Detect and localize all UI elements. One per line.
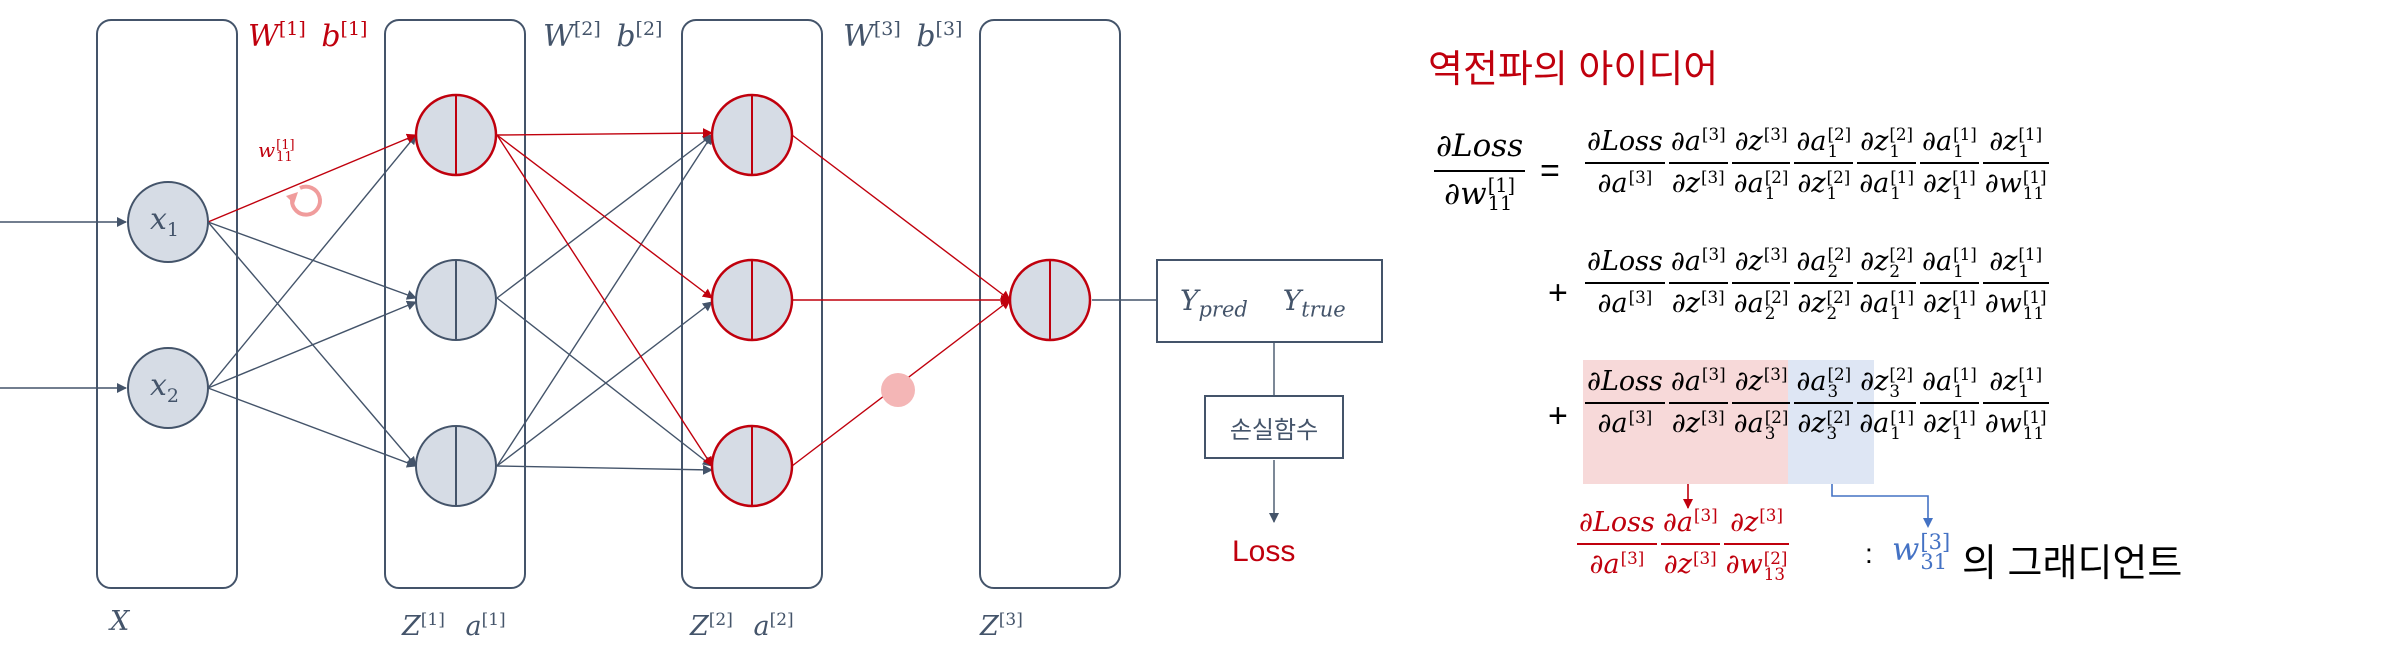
lhs-fraction: ∂Loss∂w[1]11 xyxy=(1434,128,1526,216)
rotate-arrow-icon xyxy=(289,184,322,217)
layer-weight-label-1: W[1] b[1] xyxy=(248,18,368,54)
connections-red xyxy=(207,128,1011,467)
row2-fraction-6: ∂a[1]1∂z[1]1 xyxy=(1919,244,1979,323)
highlight-blue xyxy=(1788,360,1874,484)
hidden-layer-2-box xyxy=(681,19,823,589)
row3-fraction-1: ∂Loss∂a[3] xyxy=(1585,364,1665,443)
row1-fraction-3: ∂z[3] ∂a[2]1 xyxy=(1731,124,1791,203)
row2-fraction-3: ∂z[3] ∂a[2]2 xyxy=(1731,244,1791,323)
equation-plus-3: + xyxy=(1548,397,1568,435)
layer-weight-label-2: W[2] b[2] xyxy=(543,18,663,54)
row3-fraction-6: ∂a[1]1∂z[1]1 xyxy=(1919,364,1979,443)
output-y-labels: Ypred Ytrue xyxy=(1180,284,1346,322)
loss-function-box xyxy=(1204,395,1344,459)
arrow-blue xyxy=(1831,484,1929,524)
row1-fraction-4: ∂a[2]1∂z[2]1 xyxy=(1794,124,1854,203)
row3-fraction-3: ∂z[3] ∂a[2]3 xyxy=(1731,364,1791,443)
output-prediction-box xyxy=(1156,259,1383,343)
result-w31: w[3]31 xyxy=(1892,529,1951,574)
row1-fraction-1: ∂Loss∂a[3] xyxy=(1585,124,1665,203)
row3-fraction-4: ∂a[2]3∂z[2]3 xyxy=(1794,364,1854,443)
row3-fraction-7: ∂z[1]1∂w[1]11 xyxy=(1982,364,2049,443)
row1-fraction-2: ∂a[3] ∂z[3] xyxy=(1668,124,1728,203)
bottom-label-layer1: Z[1] a[1] xyxy=(402,610,506,642)
input-layer-box xyxy=(96,19,238,589)
result-fraction-2: ∂a[3] ∂z[3] xyxy=(1660,505,1720,584)
row1-fraction-5: ∂z[2]1∂a[1]1 xyxy=(1857,124,1916,203)
output-layer-box xyxy=(979,19,1121,589)
equation-equals: = xyxy=(1540,152,1560,190)
bottom-label-layer2: Z[2] a[2] xyxy=(690,610,794,642)
row2-fraction-4: ∂a[2]2∂z[2]2 xyxy=(1794,244,1854,323)
row1-fraction-7: ∂z[1]1∂w[1]11 xyxy=(1982,124,2049,203)
result-colon: : xyxy=(1865,538,1873,569)
equation-title: 역전파의 아이디어 xyxy=(1428,49,1719,91)
row2-fraction-5: ∂z[2]2∂a[1]1 xyxy=(1857,244,1916,323)
result-fraction-3: ∂z[3] ∂w[2]13 xyxy=(1723,505,1790,584)
result-suffix: 의 그래디언트 xyxy=(1962,543,2183,585)
output-node xyxy=(1008,258,1092,342)
row2-fraction-1: ∂Loss∂a[3] xyxy=(1585,244,1665,323)
input-node-2-label: x2 xyxy=(150,368,180,407)
hidden2-node-3 xyxy=(710,424,794,508)
hidden-layer-1-box xyxy=(384,19,526,589)
layer-weight-label-3: W[3] b[3] xyxy=(843,18,963,54)
hidden2-node-1 xyxy=(710,93,794,177)
equation-result: ∂Loss∂a[3] ∂a[3] ∂z[3] ∂z[3] ∂w[2]13 xyxy=(1575,505,1791,584)
input-node-2 xyxy=(127,347,209,429)
row2-fraction-7: ∂z[1]1∂w[1]11 xyxy=(1982,244,2049,323)
row3-fraction-2: ∂a[3] ∂z[3] xyxy=(1668,364,1728,443)
loss-label: Loss xyxy=(1232,535,1296,568)
hidden2-node-2 xyxy=(710,258,794,342)
equation-plus-2: + xyxy=(1548,274,1568,312)
input-node-1 xyxy=(127,181,209,263)
bottom-label-layer3: Z[3] xyxy=(980,610,1023,642)
hidden1-node-2 xyxy=(415,259,497,341)
equation-row-1: ∂Loss∂a[3] ∂a[3] ∂z[3] ∂z[3] ∂a[2]1∂a[2]… xyxy=(1583,124,2051,203)
hidden1-node-3 xyxy=(415,425,497,507)
weight-w11-label: w[1]11 xyxy=(258,137,295,165)
equation-row-2: ∂Loss∂a[3] ∂a[3] ∂z[3] ∂z[3] ∂a[2]2∂a[2]… xyxy=(1583,244,2051,323)
bottom-label-x: X xyxy=(110,606,130,637)
row2-fraction-2: ∂a[3] ∂z[3] xyxy=(1668,244,1728,323)
input-node-1-label: x1 xyxy=(150,202,180,241)
row3-fraction-5: ∂z[2]3∂a[1]1 xyxy=(1857,364,1916,443)
equation-row-3: ∂Loss∂a[3] ∂a[3] ∂z[3] ∂z[3] ∂a[2]3∂a[2]… xyxy=(1583,364,2051,443)
equation-lhs: ∂Loss∂w[1]11 xyxy=(1432,126,1527,216)
loss-function-label: 손실함수 xyxy=(1229,417,1319,444)
highlight-dot xyxy=(881,373,915,407)
result-fraction-1: ∂Loss∂a[3] xyxy=(1577,505,1657,584)
row1-fraction-6: ∂a[1]1∂z[1]1 xyxy=(1919,124,1979,203)
highlight-red xyxy=(1583,360,1788,484)
hidden1-node-1 xyxy=(414,93,498,177)
